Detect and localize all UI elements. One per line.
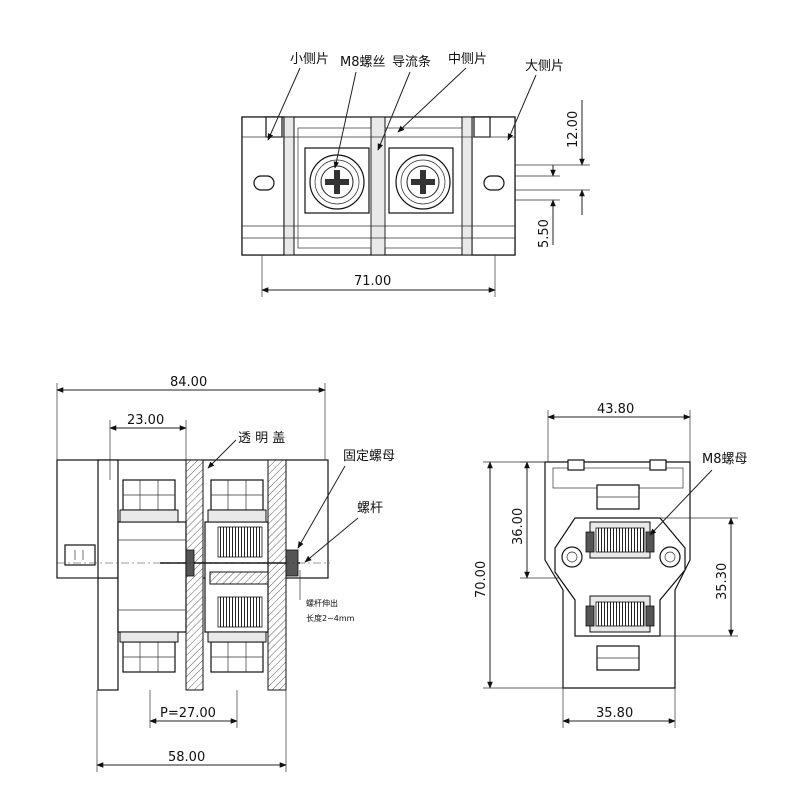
dim-front-sub: 23.00: [127, 413, 164, 428]
right-mount-hole: [659, 546, 681, 568]
dim-top-height-b: 5.50: [537, 219, 552, 248]
label-m8-nut: M8螺母: [702, 452, 748, 467]
right-m8-screw-icon: [395, 154, 451, 210]
label-rod-note-line1: 螺杆伸出: [306, 598, 338, 608]
label-rod-note-line2: 长度2~4mm: [306, 613, 355, 623]
right-top-notch: [473, 116, 491, 138]
label-rod: 螺杆: [357, 501, 383, 516]
side-view: M8螺母 43.80 36.00 70.00 35.30 35.80: [474, 402, 748, 728]
dim-front-pitch: P=27.00: [160, 706, 216, 721]
label-busbar: 导流条: [392, 54, 431, 70]
dim-side-overall-height: 70.00: [474, 561, 489, 598]
lower-spring-icon: [217, 596, 263, 628]
left-module: [117, 521, 187, 633]
left-mount-hole: [561, 546, 583, 568]
right-cell: [384, 127, 463, 249]
top-view: 小侧片 M8螺丝 导流条 中侧片 大侧片 71.00 12.00 5.50: [241, 52, 590, 297]
dim-side-left-inner: 36.00: [511, 508, 526, 545]
dim-top-height-a: 12.00: [566, 111, 581, 148]
dim-top-width: 71.00: [354, 274, 391, 289]
dim-front-overall: 84.00: [170, 375, 207, 390]
side-terminal: [64, 544, 96, 566]
left-slot: [253, 175, 275, 191]
label-large-side: 大侧片: [525, 59, 564, 74]
label-small-side: 小侧片: [290, 52, 329, 67]
left-rib: [283, 116, 295, 256]
front-left-leg: [97, 577, 119, 691]
dim-front-base: 58.00: [168, 750, 205, 765]
transparent-cover-right: [267, 459, 287, 691]
dim-side-right-inner: 35.30: [715, 563, 730, 600]
dim-side-top: 43.80: [597, 402, 634, 417]
dim-side-bottom: 35.80: [596, 706, 633, 721]
label-mid-side: 中侧片: [448, 52, 487, 67]
label-transparent-cover: 透 明 盖: [238, 431, 285, 446]
right-rib: [461, 116, 473, 256]
upper-spring-icon: [217, 526, 263, 558]
side-lower-spring-icon: [595, 601, 645, 627]
left-cell: [297, 127, 372, 249]
label-m8-screw: M8螺丝: [340, 55, 386, 70]
label-fixing-nut: 固定螺母: [343, 449, 395, 464]
side-upper-spring-icon: [595, 527, 645, 553]
front-view: 透 明 盖 固定螺母 螺杆 螺杆伸出 长度2~4mm 84.00 23.00 P…: [56, 375, 395, 772]
right-slot: [483, 175, 505, 191]
left-m8-screw-icon: [309, 154, 365, 210]
